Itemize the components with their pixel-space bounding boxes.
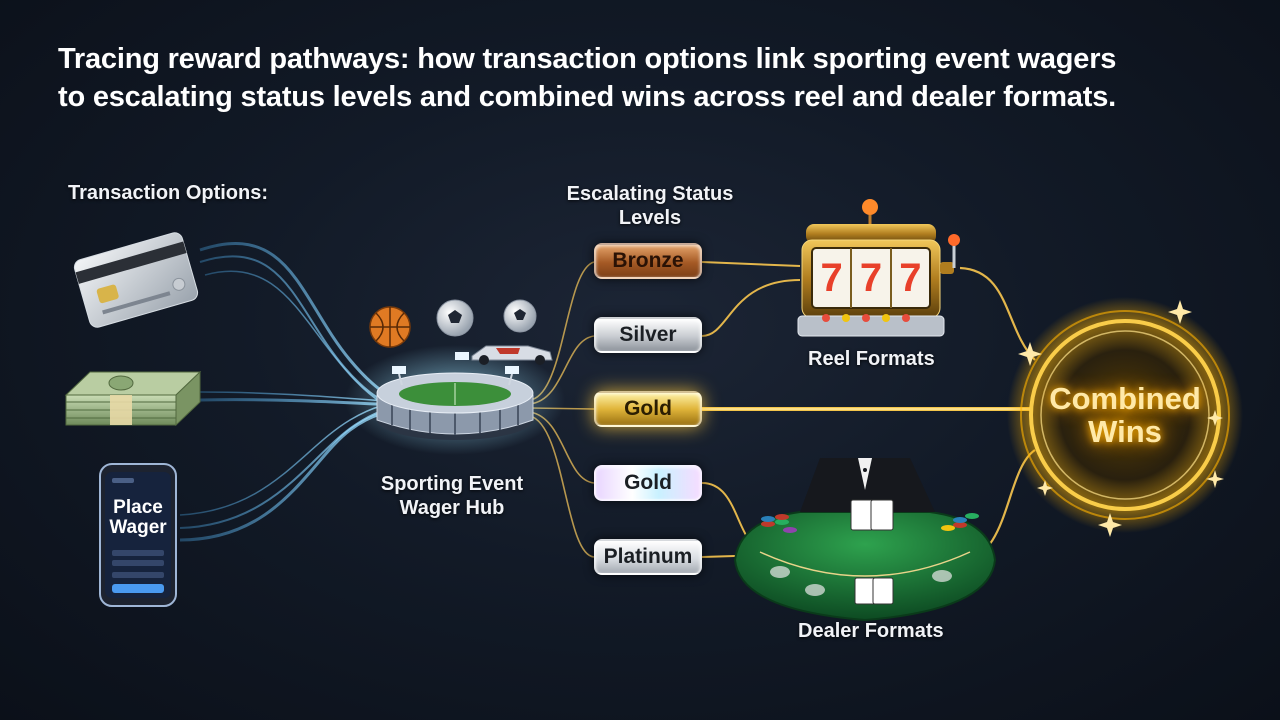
stadium-icon [376, 352, 534, 440]
status-level-bronze: Bronze [594, 243, 702, 279]
reel-symbol-1: 7 [820, 256, 843, 300]
combined-wins: Combined Wins [1030, 320, 1220, 510]
hub-label-line-1: Sporting Event [380, 473, 524, 495]
soccer-ball-icon [436, 299, 537, 337]
combined-wins-line-2: Wins [1088, 414, 1162, 449]
title-line-1: Tracing reward pathways: how transaction… [58, 43, 1117, 75]
reel-symbols: 7 7 7 [812, 250, 930, 306]
title-line-2: to escalating status levels and combined… [58, 81, 1116, 113]
status-level-platinum: Platinum [594, 539, 702, 575]
mobile-phone-icon [99, 463, 177, 607]
chip-stack-right [941, 513, 979, 531]
transaction-options-label: Transaction Options: [68, 182, 269, 204]
combined-wins-halo [1007, 297, 1243, 537]
credit-card-icon [73, 232, 199, 328]
chip-stack-left [761, 514, 797, 533]
status-levels-label: Escalating Status Levels [560, 182, 740, 230]
slot-machine-icon [797, 199, 960, 337]
dealer-table-icon [733, 458, 997, 622]
basketball-icon [369, 306, 411, 348]
diagram-title: Tracing reward pathways: how transaction… [58, 40, 1238, 116]
place-wager-text: Place Wager [109, 497, 167, 538]
reel-symbol-2: 7 [859, 256, 883, 300]
status-level-silver: Silver [594, 317, 702, 353]
combined-wins-line-1: Combined [1049, 381, 1201, 416]
reel-symbol-3: 7 [899, 256, 922, 300]
status-level-gold: Gold [594, 391, 702, 427]
status-label-line-2: Levels [618, 207, 682, 229]
dealer-formats-label: Dealer Formats [798, 620, 944, 642]
status-label-line-1: Escalating Status [566, 183, 734, 205]
reel-formats-label: Reel Formats [808, 348, 935, 370]
race-car-icon [471, 345, 553, 365]
status-level-gold-holographic: Gold [594, 465, 702, 501]
hub-label: Sporting Event Wager Hub [372, 472, 532, 520]
cash-stack-icon [64, 370, 202, 427]
hub-label-line-2: Wager Hub [399, 497, 505, 519]
